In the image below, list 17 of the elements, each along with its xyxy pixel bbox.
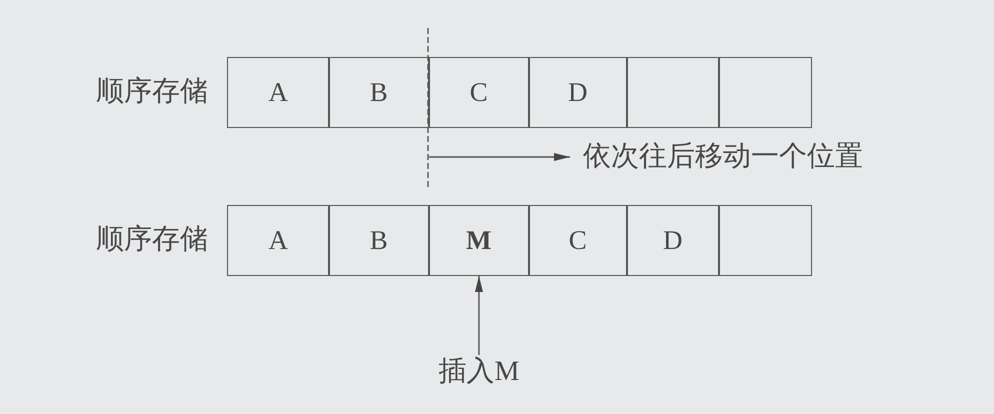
- row-label: 顺序存储: [96, 226, 208, 254]
- array-cell: M: [428, 205, 530, 276]
- array-cell: B: [328, 57, 430, 128]
- array-cell: D: [528, 57, 628, 128]
- row-label: 顺序存储: [96, 78, 208, 106]
- empty-cell: [626, 57, 720, 128]
- array-cell: D: [626, 205, 720, 276]
- empty-cell: [718, 57, 812, 128]
- arrow-caption: 依次往后移动一个位置: [583, 143, 863, 171]
- empty-cell: [718, 205, 812, 276]
- array-cell: A: [227, 205, 330, 276]
- array-cell: C: [428, 57, 530, 128]
- array-cell: B: [328, 205, 430, 276]
- array-cell: C: [528, 205, 628, 276]
- array-cell: A: [227, 57, 330, 128]
- insert-label: 插入M: [438, 358, 520, 386]
- arrow: [474, 276, 483, 355]
